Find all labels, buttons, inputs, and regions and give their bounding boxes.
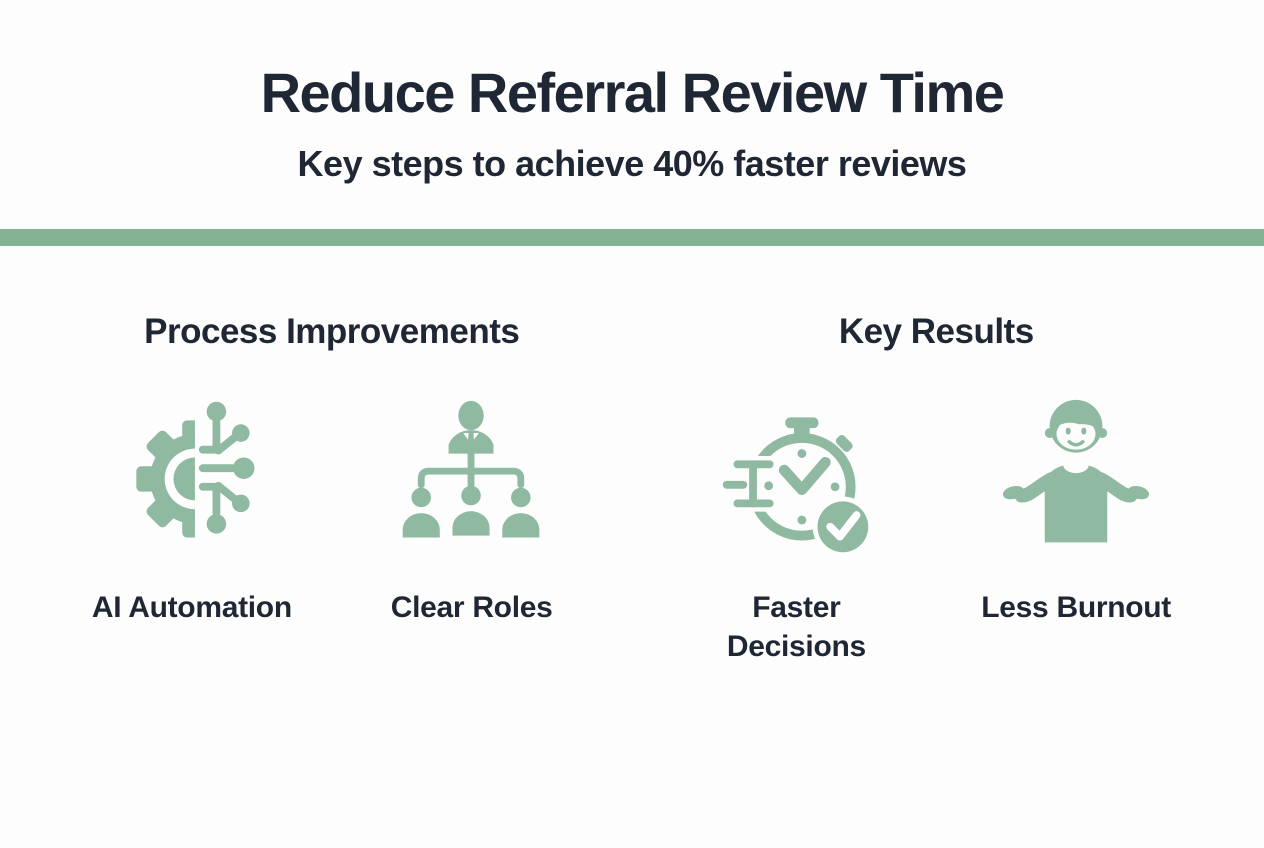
divider-bar [0, 228, 1264, 246]
cell-less-burnout: Less Burnout [936, 394, 1216, 666]
org-chart-icon [402, 400, 540, 538]
cell-faster-decisions: Faster Decisions [657, 394, 937, 666]
cell-clear-roles: Clear Roles [332, 394, 612, 627]
section-cells: Faster Decisions [657, 394, 1217, 666]
cell-ai-automation: AI Automation [52, 394, 332, 627]
item-label: AI Automation [91, 590, 292, 624]
item-label: Less Burnout [981, 590, 1171, 624]
item-label: Faster Decisions [726, 590, 866, 663]
section-key-results: Key Results [657, 312, 1217, 666]
ai-automation-gear-circuit-icon [136, 401, 255, 538]
page-subtitle: Key steps to achieve 40% faster reviews [297, 142, 967, 184]
relaxed-person-icon [1003, 399, 1150, 543]
section-title: Process Improvements [144, 311, 520, 351]
content: Process Improvements [0, 246, 1264, 666]
stopwatch-check-icon [723, 417, 874, 557]
section-process-improvements: Process Improvements [52, 312, 612, 666]
page-title: Reduce Referral Review Time [260, 61, 1005, 124]
item-label: Clear Roles [390, 590, 553, 624]
header: Reduce Referral Review Time Key steps to… [0, 0, 1264, 185]
section-cells: AI Automation [52, 394, 612, 627]
section-title: Key Results [838, 311, 1034, 351]
